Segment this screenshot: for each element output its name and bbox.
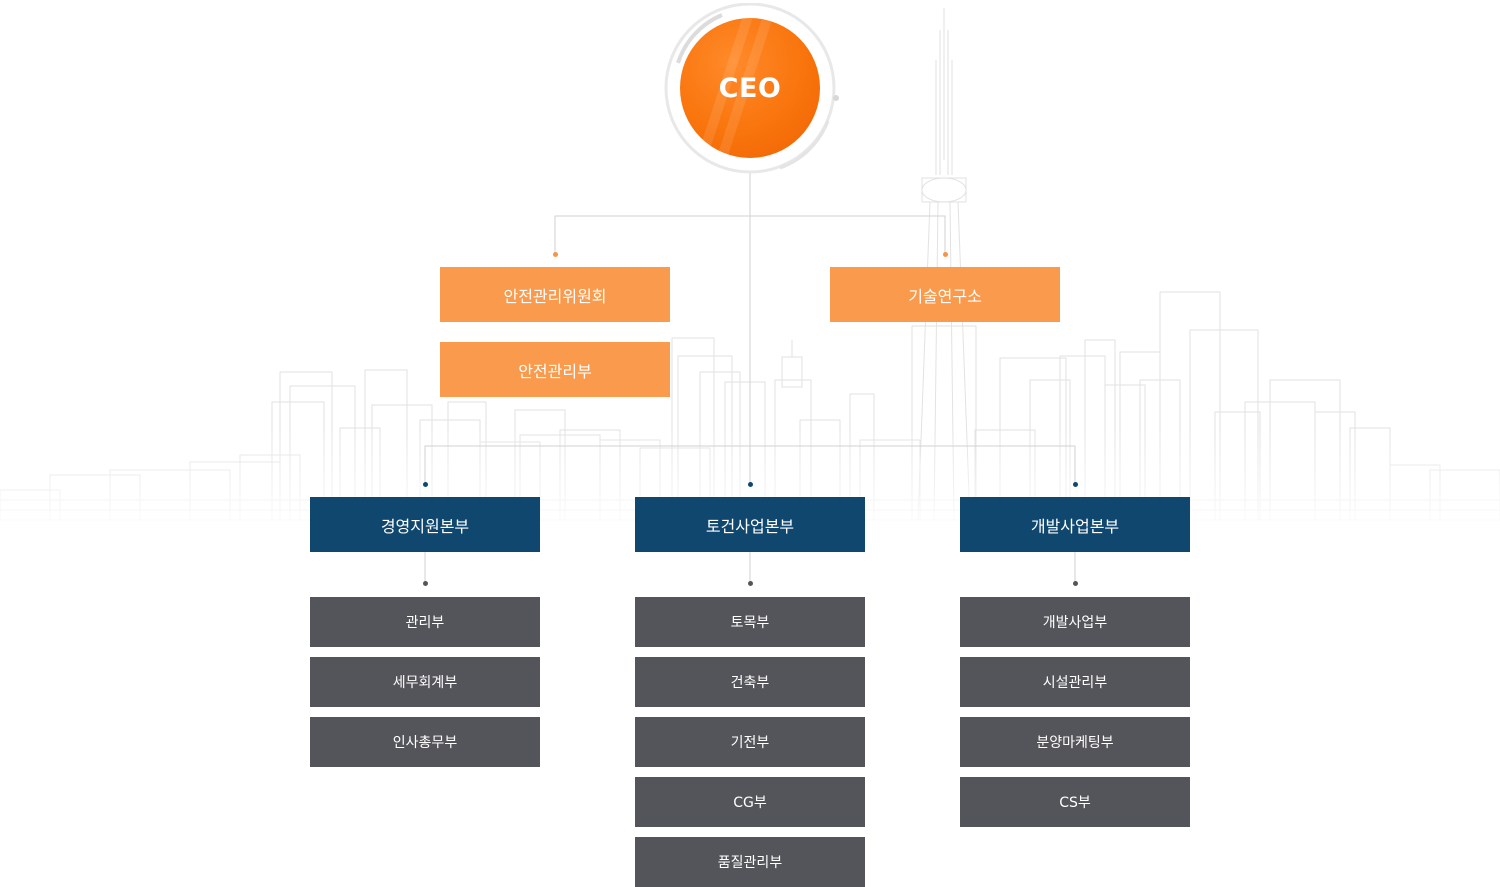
department-box: 시설관리부 — [960, 657, 1190, 707]
staff-connector-dot — [553, 252, 558, 257]
staff-safety-committee: 안전관리위원회 — [440, 267, 670, 322]
division-connector-dot — [1073, 482, 1078, 487]
division-construction: 토건사업본부 — [635, 497, 865, 552]
department-connector-dot — [1073, 581, 1078, 586]
department-box: 품질관리부 — [635, 837, 865, 887]
department-label: 세무회계부 — [392, 675, 458, 691]
department-box: CG부 — [635, 777, 865, 827]
department-label: 품질관리부 — [717, 855, 783, 871]
division-branch-line — [424, 445, 1076, 484]
staff-label: 안전관리위원회 — [503, 286, 607, 306]
department-box: 인사총무부 — [310, 717, 540, 767]
department-box: 세무회계부 — [310, 657, 540, 707]
ceo-node: CEO — [660, 3, 840, 183]
division-management-support: 경영지원본부 — [310, 497, 540, 552]
department-label: 시설관리부 — [1042, 675, 1108, 691]
department-box: 관리부 — [310, 597, 540, 647]
staff-research-institute: 기술연구소 — [830, 267, 1060, 322]
department-label: 기전부 — [730, 735, 770, 751]
staff-label: 안전관리부 — [518, 361, 592, 381]
division-connector-dot — [748, 482, 753, 487]
department-box: 토목부 — [635, 597, 865, 647]
ceo-ring-icon — [664, 3, 839, 174]
staff-safety-department: 안전관리부 — [440, 342, 670, 397]
staff-connector-dot — [943, 252, 948, 257]
department-connector-dot — [423, 581, 428, 586]
division-development: 개발사업본부 — [960, 497, 1190, 552]
department-label: 개발사업부 — [1042, 615, 1108, 631]
department-label: 토목부 — [730, 615, 770, 631]
department-label: 인사총무부 — [392, 735, 458, 751]
division-label: 개발사업본부 — [1030, 516, 1120, 536]
department-label: 관리부 — [405, 615, 445, 631]
ceo-label: CEO — [718, 72, 782, 104]
department-label: CG부 — [733, 795, 767, 811]
staff-label: 기술연구소 — [908, 286, 982, 306]
department-box: 분양마케팅부 — [960, 717, 1190, 767]
department-box: 건축부 — [635, 657, 865, 707]
division-connector-dot — [423, 482, 428, 487]
department-connector-dot — [748, 581, 753, 586]
division-label: 경영지원본부 — [380, 516, 470, 536]
staff-branch-line — [554, 215, 946, 254]
division-label: 토건사업본부 — [705, 516, 795, 536]
ceo-circle: CEO — [680, 18, 820, 158]
department-label: 분양마케팅부 — [1036, 735, 1114, 751]
department-label: 건축부 — [730, 675, 770, 691]
department-box: 기전부 — [635, 717, 865, 767]
department-box: CS부 — [960, 777, 1190, 827]
department-box: 개발사업부 — [960, 597, 1190, 647]
department-label: CS부 — [1059, 795, 1091, 811]
